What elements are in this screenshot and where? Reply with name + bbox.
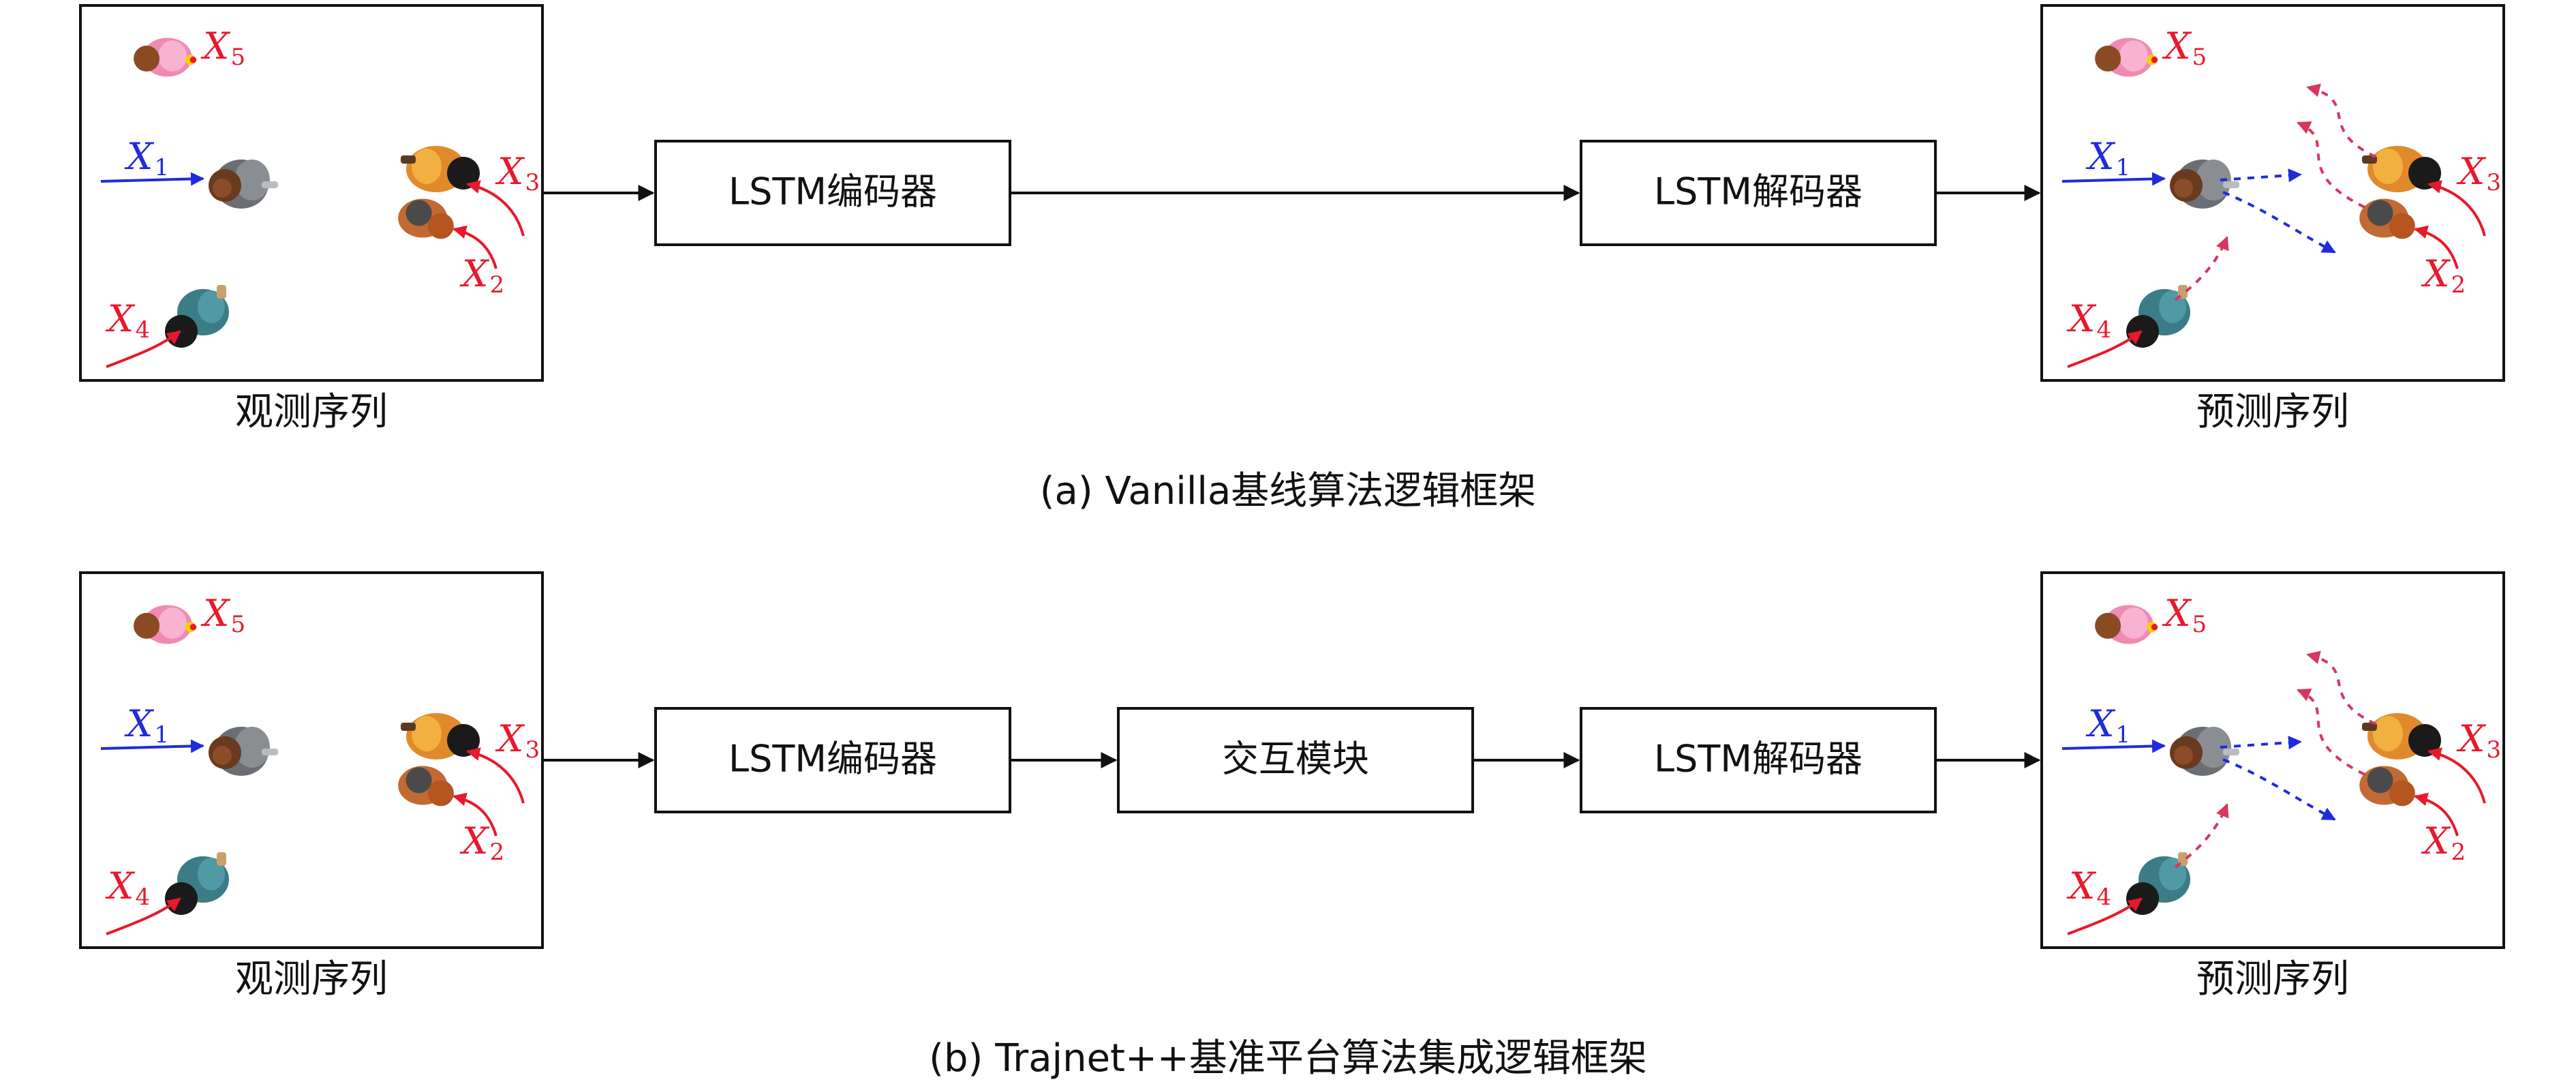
predicted-sequence-label: 预测序列 bbox=[2196, 390, 2349, 434]
figure-caption-a: (a) Vanilla基线算法逻辑框架 bbox=[1040, 469, 1537, 513]
row-a-observed-x2-history-arrow bbox=[453, 225, 497, 269]
row-b-observed-x3-history-arrow bbox=[466, 747, 525, 804]
row-b-predicted-x4-pred bbox=[2174, 803, 2229, 869]
row-b-predicted-label-x4-text: X4 bbox=[2066, 864, 2111, 911]
module-box bbox=[1117, 707, 1474, 813]
module-box bbox=[1580, 140, 1937, 246]
row-a-observed-x4-history-arrow bbox=[106, 330, 181, 368]
module-label: LSTM编码器 bbox=[729, 738, 937, 781]
row-b-observed-x4-history-arrow bbox=[106, 897, 181, 935]
figure-caption-b: (b) Trajnet++基准平台算法集成逻辑框架 bbox=[929, 1036, 1647, 1081]
row-a-predicted-x3-history-arrow bbox=[2427, 180, 2486, 237]
row-b-predicted-x4-history-arrow bbox=[2067, 897, 2143, 935]
row-a-predicted-label-x2-text: X2 bbox=[2421, 252, 2466, 299]
row-a-predicted-x4-history-arrow bbox=[2067, 330, 2143, 368]
row-a-predicted-x4-pred bbox=[2174, 236, 2229, 301]
module-box bbox=[1580, 707, 1937, 813]
row-a-predicted-label-x2: X2 bbox=[2421, 252, 2466, 299]
row-b-predicted-x1-history-arrow bbox=[2061, 739, 2166, 753]
predicted-sequence-label: 预测序列 bbox=[2196, 957, 2349, 1002]
observed-sequence-label: 观测序列 bbox=[235, 957, 388, 1002]
row-a-predicted-x1-history-arrow bbox=[2061, 172, 2166, 186]
row-b-predicted-x3-history-arrow bbox=[2427, 747, 2486, 804]
module-box bbox=[654, 140, 1011, 246]
module-label: LSTM解码器 bbox=[1654, 170, 1862, 213]
module-box bbox=[654, 707, 1011, 813]
row-b-observed-x2-history-arrow bbox=[453, 792, 497, 837]
module-label: LSTM编码器 bbox=[729, 170, 937, 213]
row-a-predicted-x2-pred bbox=[2297, 121, 2365, 209]
row-a-predicted-label-x3: X3 bbox=[2456, 150, 2501, 196]
row-b-predicted-x1-pred-b bbox=[2222, 758, 2336, 821]
row-b-observed-x1-history-arrow bbox=[100, 739, 204, 753]
module-label: LSTM解码器 bbox=[1654, 738, 1862, 781]
module-label: 交互模块 bbox=[1222, 738, 1369, 781]
row-b-predicted-x3-pred bbox=[2306, 650, 2376, 725]
row-a-observed-x1-history-arrow bbox=[100, 172, 204, 186]
row-a-predicted-label-x3-text: X3 bbox=[2456, 150, 2501, 196]
row-a-predicted-x1-pred-b bbox=[2222, 191, 2336, 254]
row-a-predicted-x3-pred bbox=[2306, 83, 2376, 158]
row-a-observed-x3-history-arrow bbox=[466, 180, 525, 237]
row-b-predicted-x2-history-arrow bbox=[2414, 792, 2459, 837]
row-b-predicted-label-x4: X4 bbox=[2066, 864, 2111, 911]
row-a-predicted-x2-history-arrow bbox=[2414, 225, 2459, 269]
observed-sequence-label: 观测序列 bbox=[235, 390, 388, 434]
row-b-predicted-x2-pred bbox=[2297, 689, 2365, 776]
